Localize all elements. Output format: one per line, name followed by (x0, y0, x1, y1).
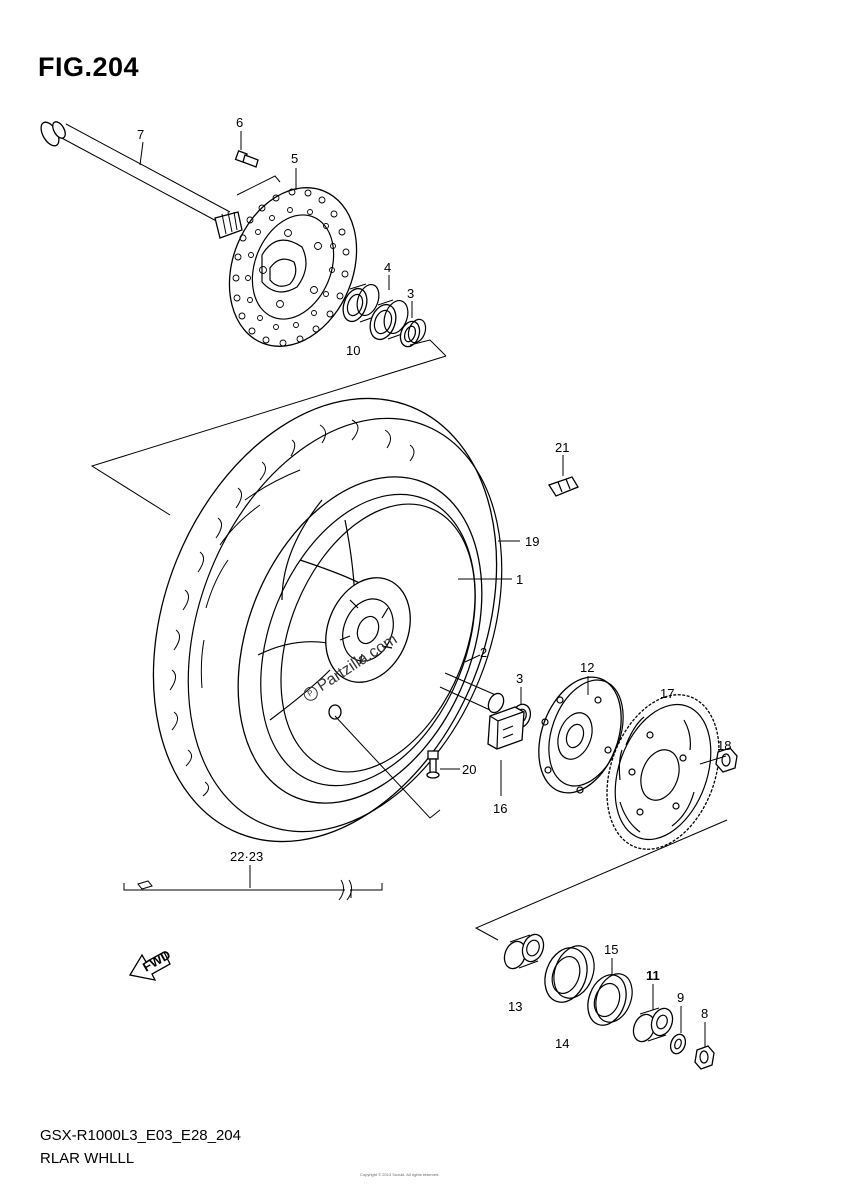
bearing-part-4[interactable] (339, 282, 383, 325)
callout-8[interactable]: 8 (701, 1006, 708, 1021)
callout-22-23[interactable]: 22·23 (230, 849, 263, 864)
callout-17[interactable]: 17 (660, 686, 674, 701)
figure-title: FIG.204 (38, 52, 140, 82)
callout-3-right[interactable]: 3 (516, 671, 523, 686)
drive-chain-part[interactable] (123, 879, 383, 901)
collar-part-11[interactable] (630, 1005, 676, 1044)
callout-20[interactable]: 20 (462, 762, 476, 777)
callout-1[interactable]: 1 (516, 572, 523, 587)
callout-11[interactable]: 11 (646, 968, 660, 983)
callout-13[interactable]: 13 (508, 999, 522, 1014)
axle-part[interactable] (37, 119, 243, 239)
callout-21[interactable]: 21 (555, 440, 569, 455)
dust-seal-part-15[interactable] (581, 969, 638, 1031)
callout-4[interactable]: 4 (384, 260, 391, 275)
rear-sprocket-part[interactable] (587, 679, 739, 865)
bearing-part-14[interactable] (538, 940, 601, 1008)
callout-19[interactable]: 19 (525, 534, 539, 549)
sprocket-nut-part[interactable] (715, 747, 738, 773)
dust-seal-part-3-left[interactable] (397, 317, 429, 349)
disc-bolt-part[interactable] (234, 150, 259, 168)
wheel-damper-part[interactable] (487, 706, 525, 750)
callout-3-top[interactable]: 3 (407, 286, 414, 301)
callout-18[interactable]: 18 (717, 738, 731, 753)
callout-9[interactable]: 9 (677, 990, 684, 1005)
callout-10[interactable]: 10 (346, 343, 360, 358)
section-name: RLAR WHLLL (40, 1150, 135, 1167)
callout-12[interactable]: 12 (580, 660, 594, 675)
callout-16[interactable]: 16 (493, 801, 507, 816)
rear-wheel-part[interactable] (192, 440, 527, 839)
callout-2[interactable]: 2 (480, 645, 487, 660)
callout-7[interactable]: 7 (137, 127, 144, 142)
callout-6[interactable]: 6 (236, 115, 243, 130)
copyright-notice: Copyright © 2013 Suzuki. All rights rese… (360, 1172, 440, 1177)
callout-5[interactable]: 5 (291, 151, 298, 166)
tire-valve-part[interactable] (426, 750, 440, 779)
bearing-part-13[interactable] (501, 931, 547, 971)
axle-nut-part-8[interactable] (694, 1045, 715, 1070)
brake-disc-part[interactable] (207, 168, 380, 365)
washer-part-9[interactable] (668, 1032, 688, 1056)
sprocket-drum-part[interactable] (524, 666, 637, 805)
model-code: GSX-R1000L3_E03_E28_204 (40, 1127, 241, 1144)
balance-weight-part[interactable] (548, 476, 579, 497)
bearing-part-10[interactable] (366, 297, 413, 343)
forward-direction-arrow-icon: FWD (128, 947, 173, 981)
wheel-spacer-part[interactable] (439, 672, 507, 715)
callout-15[interactable]: 15 (604, 942, 618, 957)
callout-14[interactable]: 14 (555, 1036, 569, 1051)
